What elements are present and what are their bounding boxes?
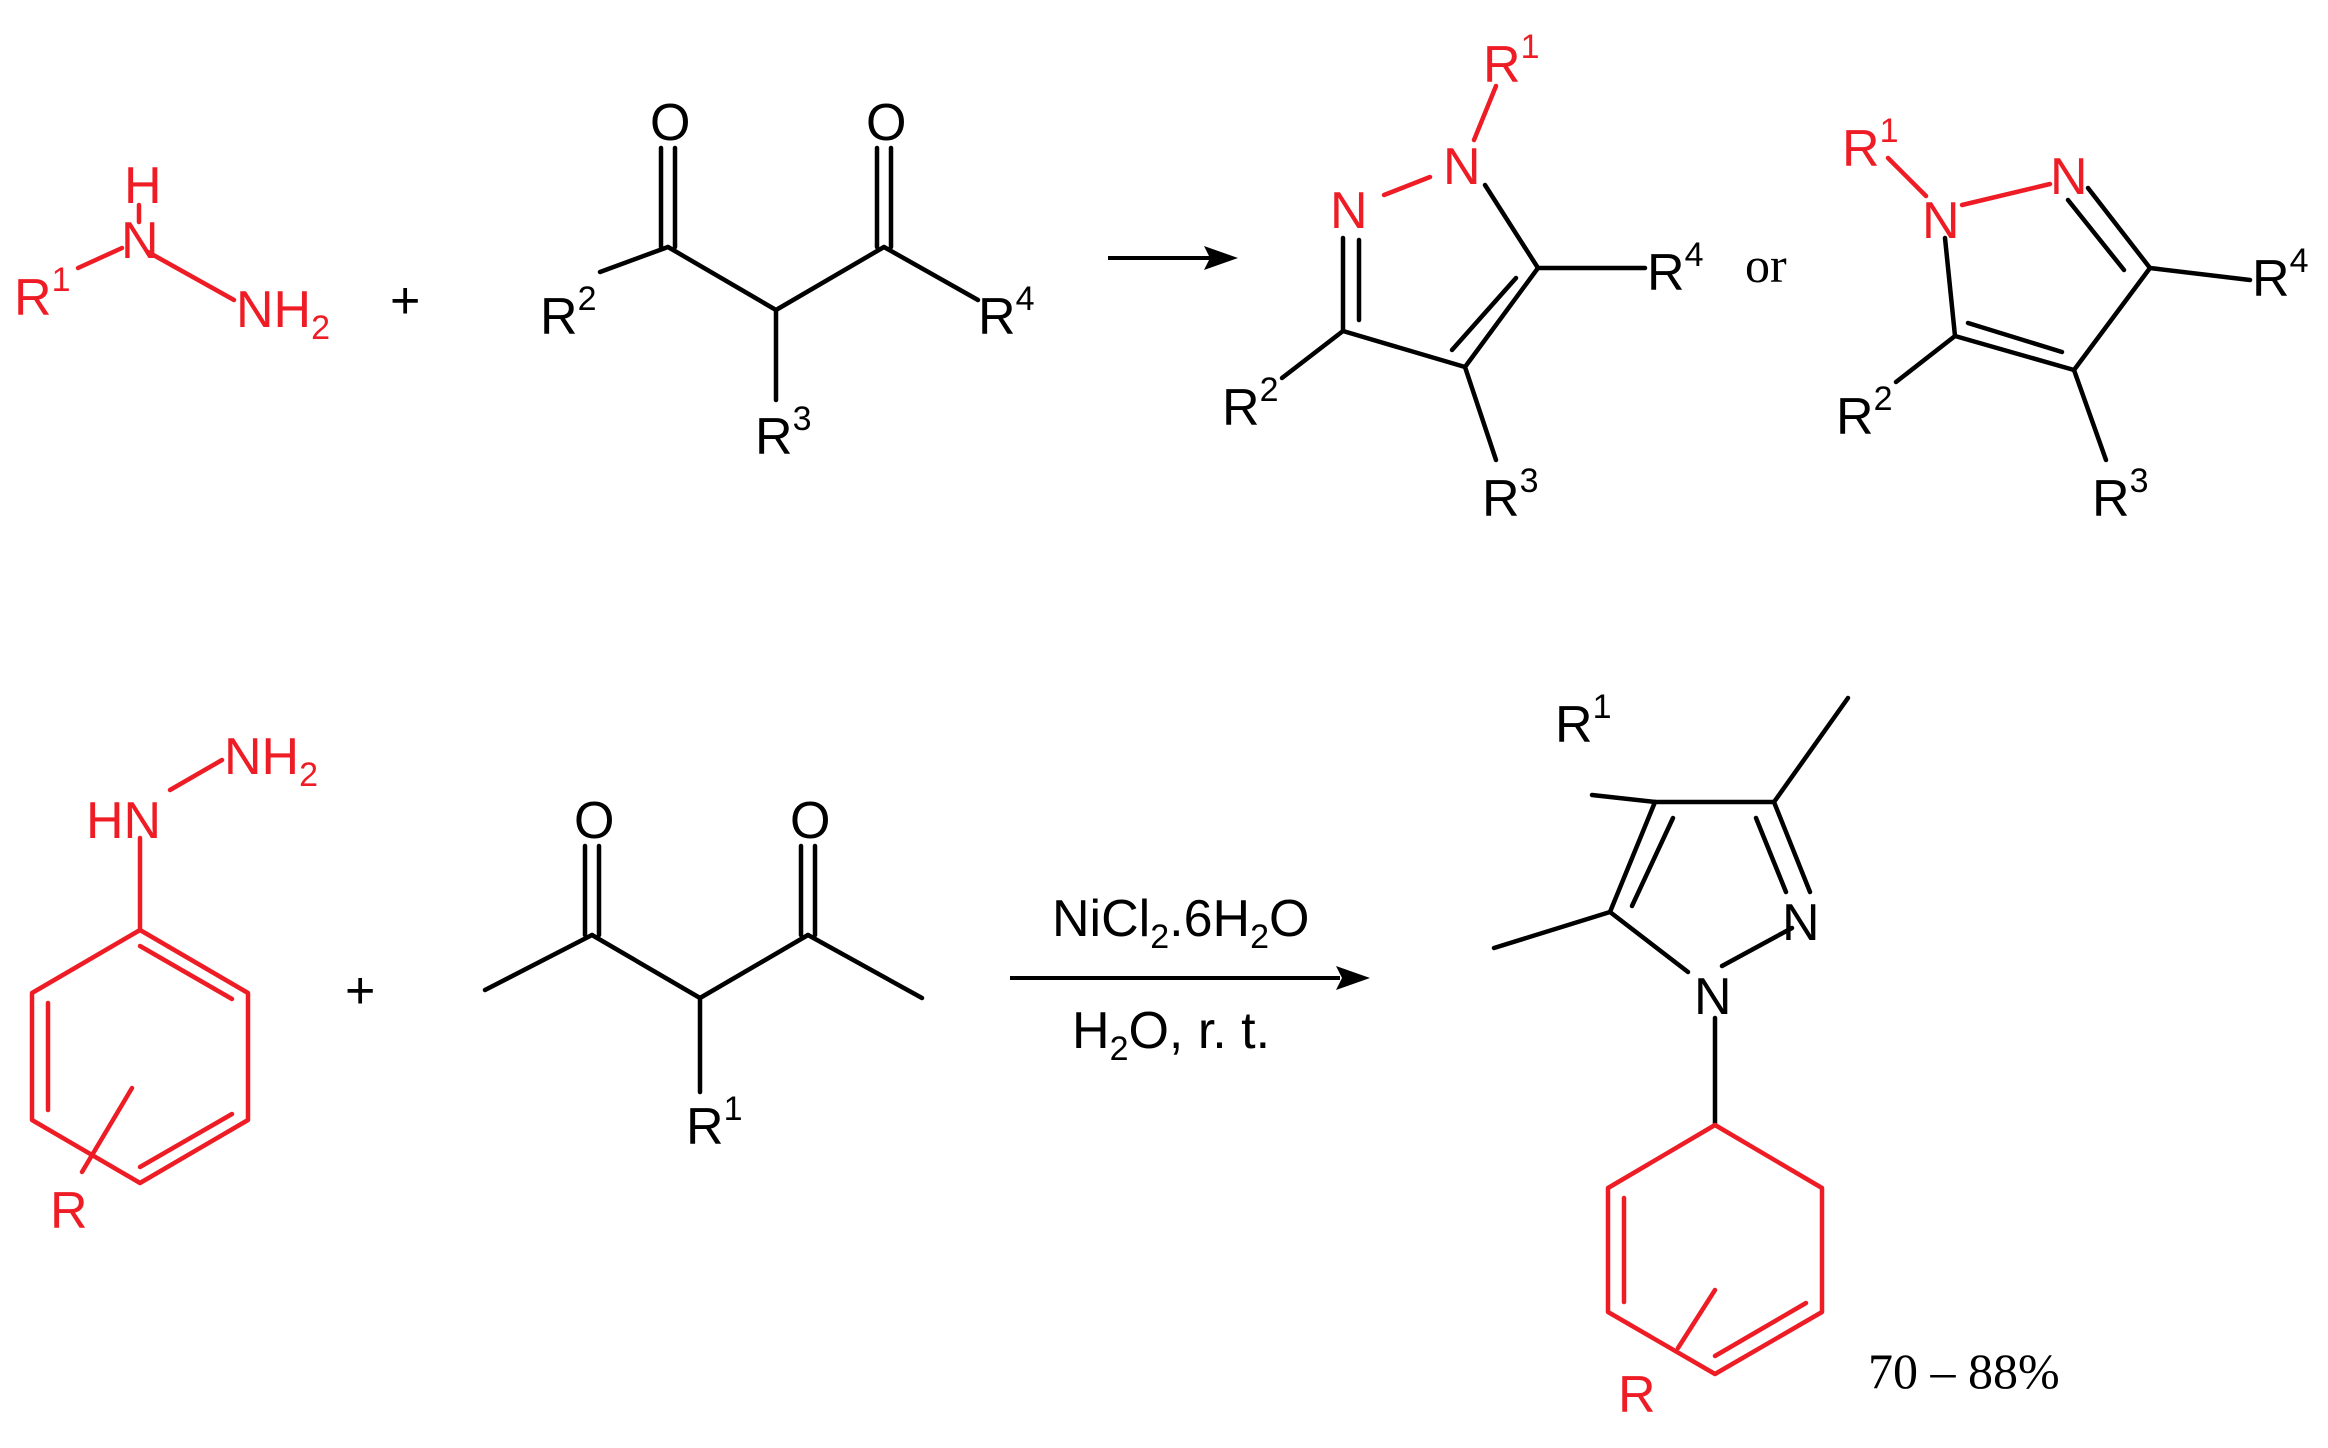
oxygen-1: O: [650, 94, 690, 152]
arrow-head-1: [1204, 246, 1238, 270]
arylhydrazine-hn: HN: [86, 792, 161, 850]
or-label: or: [1745, 237, 1787, 293]
reaction-arrow-2: NiCl2.6H2O H2O, r. t.: [1010, 890, 1370, 1068]
yield-label: 70 – 88%: [1868, 1343, 2060, 1399]
bond-c5-r2: [1893, 333, 1958, 385]
bond-n2-c3-inner: [2065, 197, 2127, 273]
oxygen-2: O: [866, 94, 906, 152]
bond-c5-ch3: [1491, 909, 1613, 951]
bond-c4-c5: [1952, 333, 2077, 373]
bond-c3-r4: [2147, 265, 2253, 283]
bond-r1-n: [75, 245, 125, 271]
arylhydrazine-nh2: NH2: [224, 728, 318, 794]
product-b-n1: N: [1922, 192, 1960, 250]
product-phenyl-ring: [1605, 1122, 1825, 1377]
bond-c4-c3: [1340, 328, 1468, 370]
bond-n1-r1: [1471, 83, 1499, 143]
product-a-r1: R1: [1483, 28, 1539, 94]
ring-double-1: [137, 943, 235, 1002]
hydrazine: H N NH2 R1: [14, 157, 330, 347]
product-a-r4: R4: [1647, 236, 1703, 302]
product-a-n2: N: [1330, 182, 1368, 240]
bond-c3-r2: [1279, 328, 1346, 381]
bond-ch3-c: [482, 932, 595, 993]
bond-c4-c5-inner: [1965, 320, 2065, 355]
phenyl-ring: [29, 927, 251, 1186]
bond-n1-c5: [1482, 182, 1541, 271]
product-2-n2: N: [1782, 894, 1820, 952]
bond-c3-ch3: [1771, 695, 1851, 805]
reagent-label: NiCl2.6H2O: [1052, 890, 1309, 956]
bond-n-nh2: [167, 757, 225, 793]
oxygen-3: O: [574, 792, 614, 850]
product-2-r1: R1: [1555, 688, 1611, 754]
product-a-r2: R2: [1222, 371, 1278, 437]
conditions-label: H2O, r. t.: [1072, 1002, 1270, 1068]
bond-c4-c5: [1607, 799, 1658, 915]
product-a-r3: R3: [1482, 462, 1538, 528]
bond-c5-c4-inner: [1449, 275, 1519, 353]
bond-c5-n1: [1607, 909, 1691, 975]
product-2-n1: N: [1694, 968, 1732, 1026]
bond-c-r4: [881, 244, 981, 303]
hydrazine-nh2: NH2: [236, 281, 330, 347]
arylhydrazine-r: R: [50, 1182, 88, 1240]
bond-c-ch: [665, 244, 779, 313]
arylhydrazine: HN NH2 R: [29, 728, 318, 1240]
bond-n-nh2: [145, 249, 237, 303]
diketone-r4: R4: [978, 280, 1034, 346]
bond-n-n: [1959, 181, 2053, 208]
pyrazole-product-2: R1 N N R: [1491, 688, 1851, 1424]
bond-c5-n1: [1942, 235, 1958, 339]
product-b-r4: R4: [2252, 242, 2308, 308]
diketone-r2: R2: [540, 280, 596, 346]
diketone-r3: R3: [755, 400, 811, 466]
bond-c3-n2-inner: [1753, 815, 1789, 895]
bond-n-n: [1381, 174, 1433, 198]
product-b-n2: N: [2050, 148, 2088, 206]
diketone-2: O O R1: [482, 792, 925, 1156]
bond-r2-c: [597, 244, 671, 275]
bond-c4-r3: [1462, 364, 1499, 463]
product-b-r2: R2: [1836, 380, 1892, 446]
bond-c4-r3: [2071, 367, 2109, 463]
bond-n2-c3: [2085, 185, 2153, 271]
hydrazine-h: H: [124, 157, 162, 215]
bond-c4-r1: [1589, 792, 1658, 805]
arrow-head-2: [1336, 966, 1370, 990]
bond-c3-c4: [2071, 265, 2153, 373]
pyrazole-product-b: N N R1 R2 R3 R4: [1836, 112, 2308, 528]
reaction-arrow-1: [1108, 246, 1238, 270]
product-2-aryl-r: R: [1618, 1366, 1656, 1424]
bond-c5-c4: [1462, 265, 1541, 370]
diketone-1: O O R2 R3 R4: [540, 94, 1034, 466]
bond-ring-r: [79, 1085, 135, 1175]
product-a-n1: N: [1443, 138, 1481, 196]
pyrazole-product-a: N N R1 R2 R3 R4: [1222, 28, 1703, 528]
ring-double-2: [1712, 1300, 1809, 1359]
ring-double-2: [137, 1111, 235, 1170]
plus-sign-2: +: [345, 962, 375, 1020]
bond-ch-c: [773, 244, 887, 313]
bond-c-ch: [589, 932, 703, 1001]
bond-n1-n2: [1719, 925, 1795, 969]
oxygen-4: O: [790, 792, 830, 850]
diketone-2-r1: R1: [686, 1090, 742, 1156]
bond-n1-r1: [1885, 155, 1929, 199]
product-b-r3: R3: [2092, 462, 2148, 528]
bond-c4-c5-inner: [1629, 815, 1676, 909]
hydrazine-r1: R1: [14, 261, 70, 327]
bond-ch-c: [697, 932, 811, 1001]
plus-sign-1: +: [390, 272, 420, 330]
bond-c-ch3: [805, 932, 925, 1001]
product-b-r1: R1: [1842, 112, 1898, 178]
hydrazine-n: N: [121, 212, 159, 270]
bond-ring-r: [1675, 1287, 1718, 1351]
bond-c3-n2: [1771, 799, 1813, 895]
